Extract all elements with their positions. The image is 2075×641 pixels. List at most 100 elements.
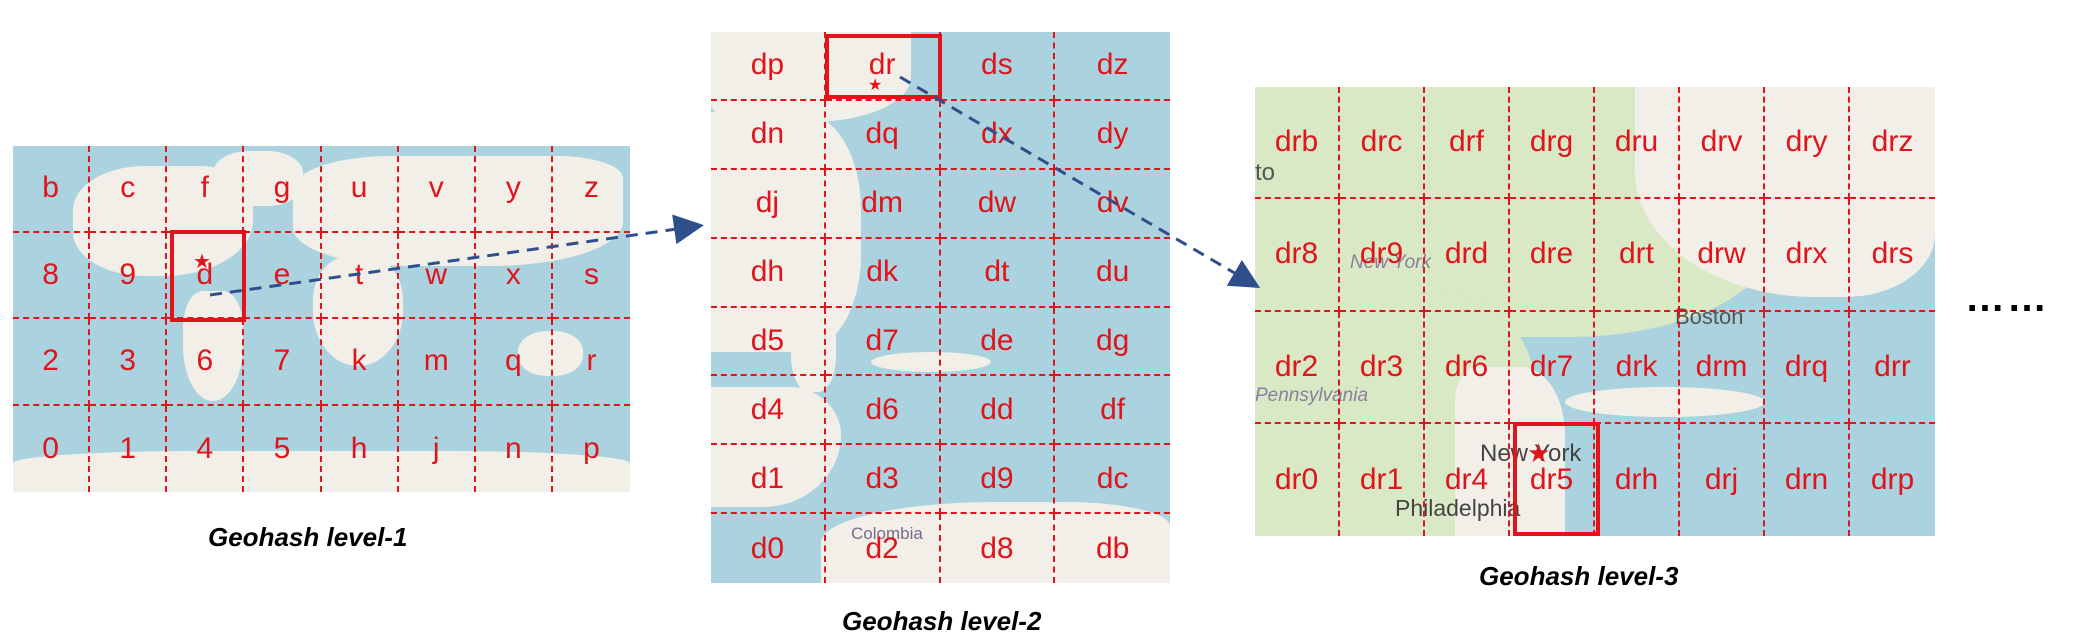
level1-cell-6: 6 (167, 319, 245, 406)
level2-cell-df: df (1055, 376, 1170, 446)
level3-cell-drh: drh (1595, 423, 1680, 536)
level3-cell-drw: drw (1680, 199, 1765, 312)
level1-cell-b: b (13, 146, 91, 233)
land-australia (518, 331, 583, 376)
star-marker-level1: ★ (193, 251, 211, 273)
level3-cell-drc: drc (1340, 87, 1425, 200)
land-long-island (1565, 387, 1765, 417)
level2-cell-dm: dm (825, 169, 941, 239)
level2-cell-db: db (1095, 531, 1130, 565)
level2-cell-dh: dh (711, 238, 826, 308)
level2-cell-d7: d7 (825, 307, 941, 377)
level3-cell-drd: drd (1425, 199, 1510, 312)
level2-cell-dj: dj (711, 169, 826, 239)
level1-cell-r: r (552, 319, 630, 406)
level1-cell-m: m (398, 319, 476, 406)
level3-caption: Geohash level-3 (1479, 561, 1679, 591)
level2-cell-dg: dg (1055, 308, 1170, 377)
level3-highlight-dr5 (1513, 422, 1600, 536)
land-canada (711, 32, 911, 122)
level2-cell-d5: d5 (711, 307, 826, 377)
level3-cell-dr0: dr0 (1255, 423, 1340, 536)
level2-cell-d2: d2 (826, 514, 941, 583)
level1-caption: Geohash level-1 (208, 522, 408, 552)
level3-cell-dr6: dr6 (1425, 311, 1510, 424)
level2-cell-dq: dq (825, 100, 941, 170)
level1-cell-k: k (321, 319, 399, 406)
level3-cell-dr3: dr3 (1340, 311, 1425, 424)
level1-cell-n: n (476, 405, 553, 492)
level3-cell-drz: drz (1850, 87, 1935, 200)
level3-cell-drn: drn (1765, 423, 1850, 536)
level3-cell-dr8: dr8 (1255, 199, 1340, 312)
level2-highlight-dr (825, 34, 942, 99)
level3-cell-dru: dru (1595, 87, 1680, 200)
ny-state-label: New York (1350, 252, 1431, 273)
continuation-ellipsis: …… (1965, 276, 2049, 320)
level1-cell-3: 3 (90, 319, 168, 406)
land-cuba (871, 352, 991, 372)
level1-cell-t: t (321, 232, 399, 319)
level2-cell-dc: dc (1055, 445, 1170, 515)
level3-cell-dr9: dr9 (1340, 199, 1425, 312)
level2-cell-dx: dx (940, 100, 1056, 170)
land-nj (1455, 367, 1565, 536)
boston-label: Boston (1675, 304, 1744, 329)
level1-cell-9: 9 (90, 232, 168, 319)
level3-cell-drm: drm (1680, 311, 1765, 424)
land-us-east (711, 112, 861, 352)
level2-cell-de: de (940, 307, 1056, 377)
level2-cell-dk: dk (825, 238, 941, 308)
level2-cell-d4: d4 (711, 376, 826, 446)
level3-cell-dr1: dr1 (1340, 423, 1425, 536)
colombia-label: Colombia (851, 524, 923, 543)
level1-cell-f: f (167, 146, 245, 233)
new-york-label: New York (1480, 440, 1582, 467)
level1-cell-c: c (90, 146, 168, 233)
level3-cell-drs: drs (1850, 199, 1935, 312)
star-marker-level3: ★ (1527, 438, 1551, 468)
level3-cell-dry: dry (1765, 87, 1850, 200)
level3-cell-dr2: dr2 (1255, 311, 1340, 424)
star-marker-level2: ★ (868, 77, 883, 94)
level3-cell-drq: drq (1765, 311, 1850, 424)
level1-cell-x: x (475, 232, 553, 319)
land-antarctica (13, 451, 630, 492)
level2-cell-d1: d1 (711, 445, 826, 515)
level3-cell-drp: drp (1870, 462, 1915, 496)
level1-cell-j: j (399, 405, 476, 492)
level3-cell-drg: drg (1510, 87, 1595, 200)
level1-cell-7: 7 (244, 319, 322, 406)
level3-cell-drt: drt (1595, 199, 1680, 312)
level2-cell-dn: dn (711, 100, 826, 170)
level1-cell-5: 5 (244, 405, 322, 492)
level3-cell-drj: drj (1680, 423, 1765, 536)
level3-cell-dre: dre (1510, 199, 1595, 312)
level2-cell-du: du (1055, 239, 1170, 308)
level1-cell-v: v (398, 146, 476, 233)
level1-cell-p: p (583, 431, 600, 465)
level1-cell-1: 1 (90, 405, 168, 492)
level1-cell-q: q (475, 319, 553, 406)
level3-cell-dr5: dr5 (1510, 423, 1595, 536)
level1-cell-s: s (552, 233, 630, 319)
level3-cell-drf: drf (1425, 87, 1510, 200)
level1-cell-u: u (321, 146, 399, 233)
level1-cell-g: g (244, 146, 322, 233)
partial-place-label: to (1255, 159, 1276, 186)
level3-map: Boston New York Philadelphia Pennsylvani… (1255, 87, 1935, 536)
level1-cell-0: 0 (13, 405, 91, 492)
level2-cell-d3: d3 (825, 445, 941, 515)
level1-cell-y: y (475, 146, 553, 233)
level2-cell-dp: dp (711, 32, 826, 101)
level3-cell-drv: drv (1680, 87, 1765, 200)
level1-cell-8: 8 (13, 232, 91, 319)
level2-cell-d8: d8 (941, 514, 1056, 583)
level2-cell-d6: d6 (825, 376, 941, 446)
level3-cell-drb: drb (1255, 87, 1340, 200)
level1-cell-2: 2 (13, 319, 91, 406)
